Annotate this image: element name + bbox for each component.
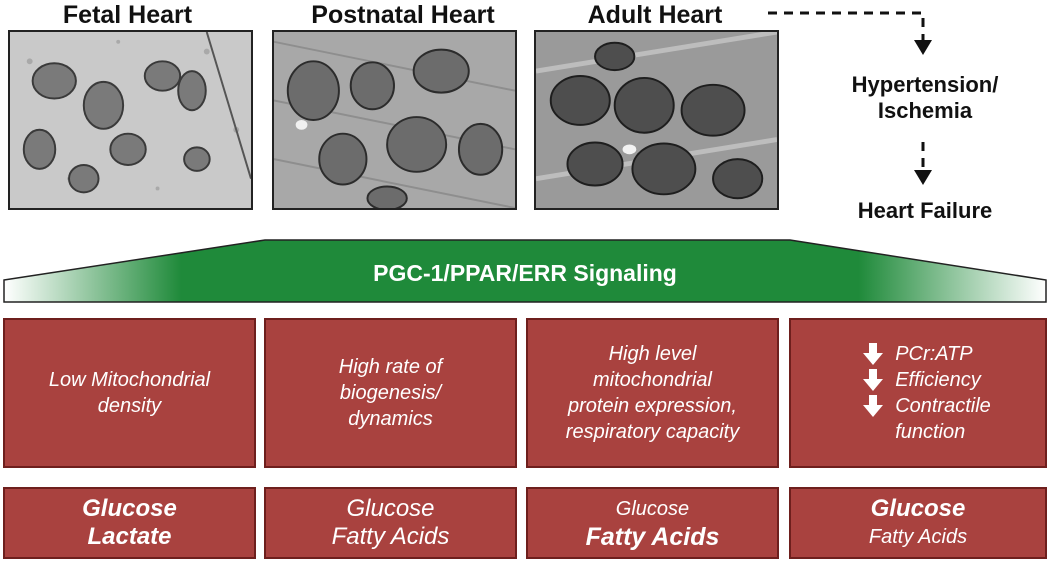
- outcome-heart-failure-label: Heart Failure: [857, 198, 993, 223]
- postnatal-micrograph-image: [272, 30, 517, 210]
- fetal-micrograph-image: [8, 30, 253, 210]
- failure-item-label: Contractile: [895, 395, 991, 417]
- fuel-lactate-label: Lactate: [87, 523, 172, 550]
- adult-desc-line: High level: [608, 343, 697, 365]
- stage-title-adult: Adult Heart: [587, 1, 723, 29]
- adult-desc-line: protein expression,: [568, 395, 737, 417]
- stage-title-fetal: Fetal Heart: [62, 1, 193, 29]
- fuel-fatty-acids-label: Fatty Acids: [585, 523, 720, 551]
- postnatal-fuel-box: Glucose Fatty Acids: [264, 487, 517, 559]
- outcome-hypertension-line1: Hypertension/: [851, 72, 999, 97]
- fuel-glucose-label: Glucose: [82, 495, 177, 522]
- adult-micrograph-image: [534, 30, 779, 210]
- adult-fuel-box: Glucose Fatty Acids: [526, 487, 779, 559]
- fetal-fuel-box: Glucose Lactate: [3, 487, 256, 559]
- postnatal-description-box: High rate of biogenesis/ dynamics: [264, 318, 517, 468]
- fuel-glucose-label: Glucose: [615, 498, 690, 520]
- failure-item-function: function: [863, 419, 991, 445]
- failure-item-efficiency: Efficiency: [863, 367, 991, 393]
- down-arrow-icon: [863, 395, 884, 417]
- fuel-fatty-acids-label: Fatty Acids: [331, 523, 450, 550]
- down-arrow-icon: [863, 369, 884, 391]
- postnatal-desc-line: biogenesis/: [339, 382, 442, 404]
- fetal-desc-line: density: [97, 395, 162, 417]
- failure-description-box: PCr:ATP Efficiency Contractile function: [789, 318, 1047, 468]
- fuel-glucose-label: Glucose: [870, 495, 966, 522]
- adult-desc-line: mitochondrial: [593, 369, 712, 391]
- adult-description-box: High level mitochondrial protein express…: [526, 318, 779, 468]
- failure-item-label: Efficiency: [895, 369, 981, 391]
- outcome-hypertension-label: Hypertension/ Ischemia: [820, 72, 1030, 124]
- postnatal-desc-line: dynamics: [348, 408, 433, 430]
- failure-item-contractile: Contractile: [863, 393, 991, 419]
- signaling-label: PGC-1/PPAR/ERR Signaling: [373, 260, 677, 286]
- failure-fuel-box: Glucose Fatty Acids: [789, 487, 1047, 559]
- fuel-glucose-label: Glucose: [346, 495, 435, 522]
- stage-title-postnatal: Postnatal Heart: [311, 1, 495, 29]
- failure-item-label: PCr:ATP: [895, 343, 973, 365]
- down-arrow-icon: [863, 343, 884, 365]
- adult-desc-line: respiratory capacity: [565, 421, 740, 443]
- failure-item-pcr-atp: PCr:ATP: [863, 341, 991, 367]
- failure-item-label: function: [895, 421, 966, 443]
- fetal-description-box: Low Mitochondrial density: [3, 318, 256, 468]
- fetal-desc-line: Low Mitochondrial: [48, 369, 211, 391]
- outcome-hypertension-line2: Ischemia: [877, 98, 973, 123]
- fuel-fatty-acids-label: Fatty Acids: [868, 526, 968, 548]
- postnatal-desc-line: High rate of: [338, 356, 443, 378]
